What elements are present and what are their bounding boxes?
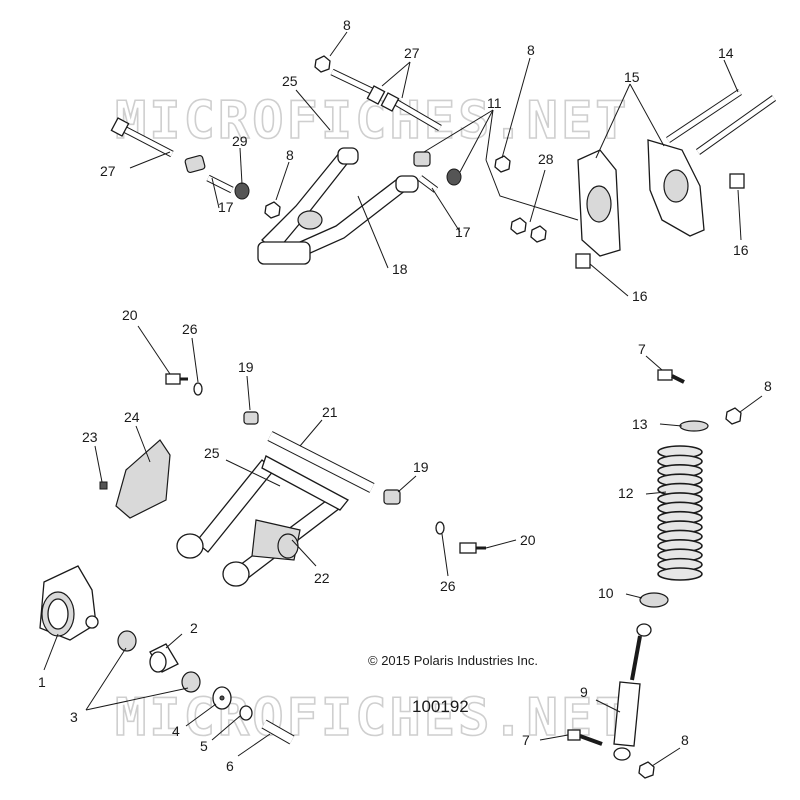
spring-12 [657, 445, 703, 581]
nut-8-bottom [638, 761, 655, 779]
callout-17: 17 [455, 224, 471, 240]
bracket-15-right [647, 139, 705, 237]
bushing-19-left [243, 411, 259, 425]
pivot-bar-21 [267, 431, 375, 493]
callout-12: 12 [618, 485, 634, 501]
bolt-27-top [330, 68, 442, 132]
washer-26-left [193, 382, 203, 396]
screw-23 [99, 481, 108, 490]
nut-8-top-a [314, 55, 331, 73]
callout-20: 20 [122, 307, 138, 323]
callout-8: 8 [286, 147, 294, 163]
callout-5: 5 [200, 738, 208, 754]
callout-24: 24 [124, 409, 140, 425]
bolt-20-right [459, 542, 486, 554]
callout-25: 25 [204, 445, 220, 461]
callout-29: 29 [232, 133, 248, 149]
washer-5 [239, 705, 253, 721]
lower-a-arm [176, 455, 349, 587]
watermark-bottom: MICROFICHES.NET [115, 688, 630, 748]
callout-18: 18 [392, 261, 408, 277]
callout-10: 10 [598, 585, 614, 601]
bolt-7-top [657, 369, 685, 384]
bushing-29-left [184, 154, 250, 200]
bearing-3a [117, 630, 137, 652]
callout-1: 1 [38, 674, 46, 690]
callout-16: 16 [733, 242, 749, 258]
nut-8-right [725, 407, 742, 425]
callout-8: 8 [343, 17, 351, 33]
nut-28 [510, 217, 547, 243]
callout-23: 23 [82, 429, 98, 445]
knuckle-1 [39, 565, 99, 641]
retainer-10 [639, 592, 669, 608]
callout-26: 26 [182, 321, 198, 337]
callout-11: 11 [487, 95, 502, 111]
bushing-11-pair [413, 151, 462, 186]
callout-13: 13 [632, 416, 648, 432]
spacer-2 [149, 643, 179, 673]
callout-19: 19 [413, 459, 429, 475]
callout-28: 28 [538, 151, 554, 167]
callout-27: 27 [404, 45, 420, 61]
callout-14: 14 [718, 45, 734, 61]
callout-19: 19 [238, 359, 254, 375]
washer-4 [212, 686, 232, 710]
callout-27: 27 [100, 163, 116, 179]
callout-17: 17 [218, 199, 234, 215]
callout-8: 8 [764, 378, 772, 394]
bolt-20-left [165, 373, 188, 385]
nut-8-top-b [494, 155, 511, 173]
bracket-15-left [577, 149, 621, 257]
callout-21: 21 [322, 404, 338, 420]
upper-a-arm [257, 147, 419, 265]
callout-2: 2 [190, 620, 198, 636]
washer-26-right [435, 521, 445, 535]
pin-17-right [417, 175, 439, 193]
figure-number: 100192 [412, 697, 469, 716]
guard-24 [115, 439, 171, 519]
bolt-16-right [729, 173, 745, 189]
bolt-14 [666, 89, 777, 155]
leader-lines [43, 31, 763, 767]
nut-8-left [264, 201, 281, 219]
callout-20: 20 [520, 532, 536, 548]
bushing-19-right [383, 489, 401, 505]
shock-9 [613, 623, 652, 761]
callout-7: 7 [638, 341, 646, 357]
callout-9: 9 [580, 684, 588, 700]
bearing-3b [181, 671, 201, 693]
bolt-6 [261, 719, 295, 745]
callout-3: 3 [70, 709, 78, 725]
bolt-16-bottom [575, 253, 591, 269]
callout-25: 25 [282, 73, 298, 89]
bolt-27-left [110, 117, 174, 158]
callout-8: 8 [681, 732, 689, 748]
callout-22: 22 [314, 570, 330, 586]
callout-8: 8 [527, 42, 535, 58]
pin-17-left [206, 174, 234, 194]
callout-16: 16 [632, 288, 648, 304]
copyright-notice: © 2015 Polaris Industries Inc. [368, 653, 538, 668]
callout-26: 26 [440, 578, 456, 594]
callout-4: 4 [172, 723, 180, 739]
retainer-13 [679, 420, 709, 432]
callout-6: 6 [226, 758, 234, 774]
spring-coil [657, 567, 703, 581]
callout-15: 15 [624, 69, 640, 85]
callout-7: 7 [522, 732, 530, 748]
